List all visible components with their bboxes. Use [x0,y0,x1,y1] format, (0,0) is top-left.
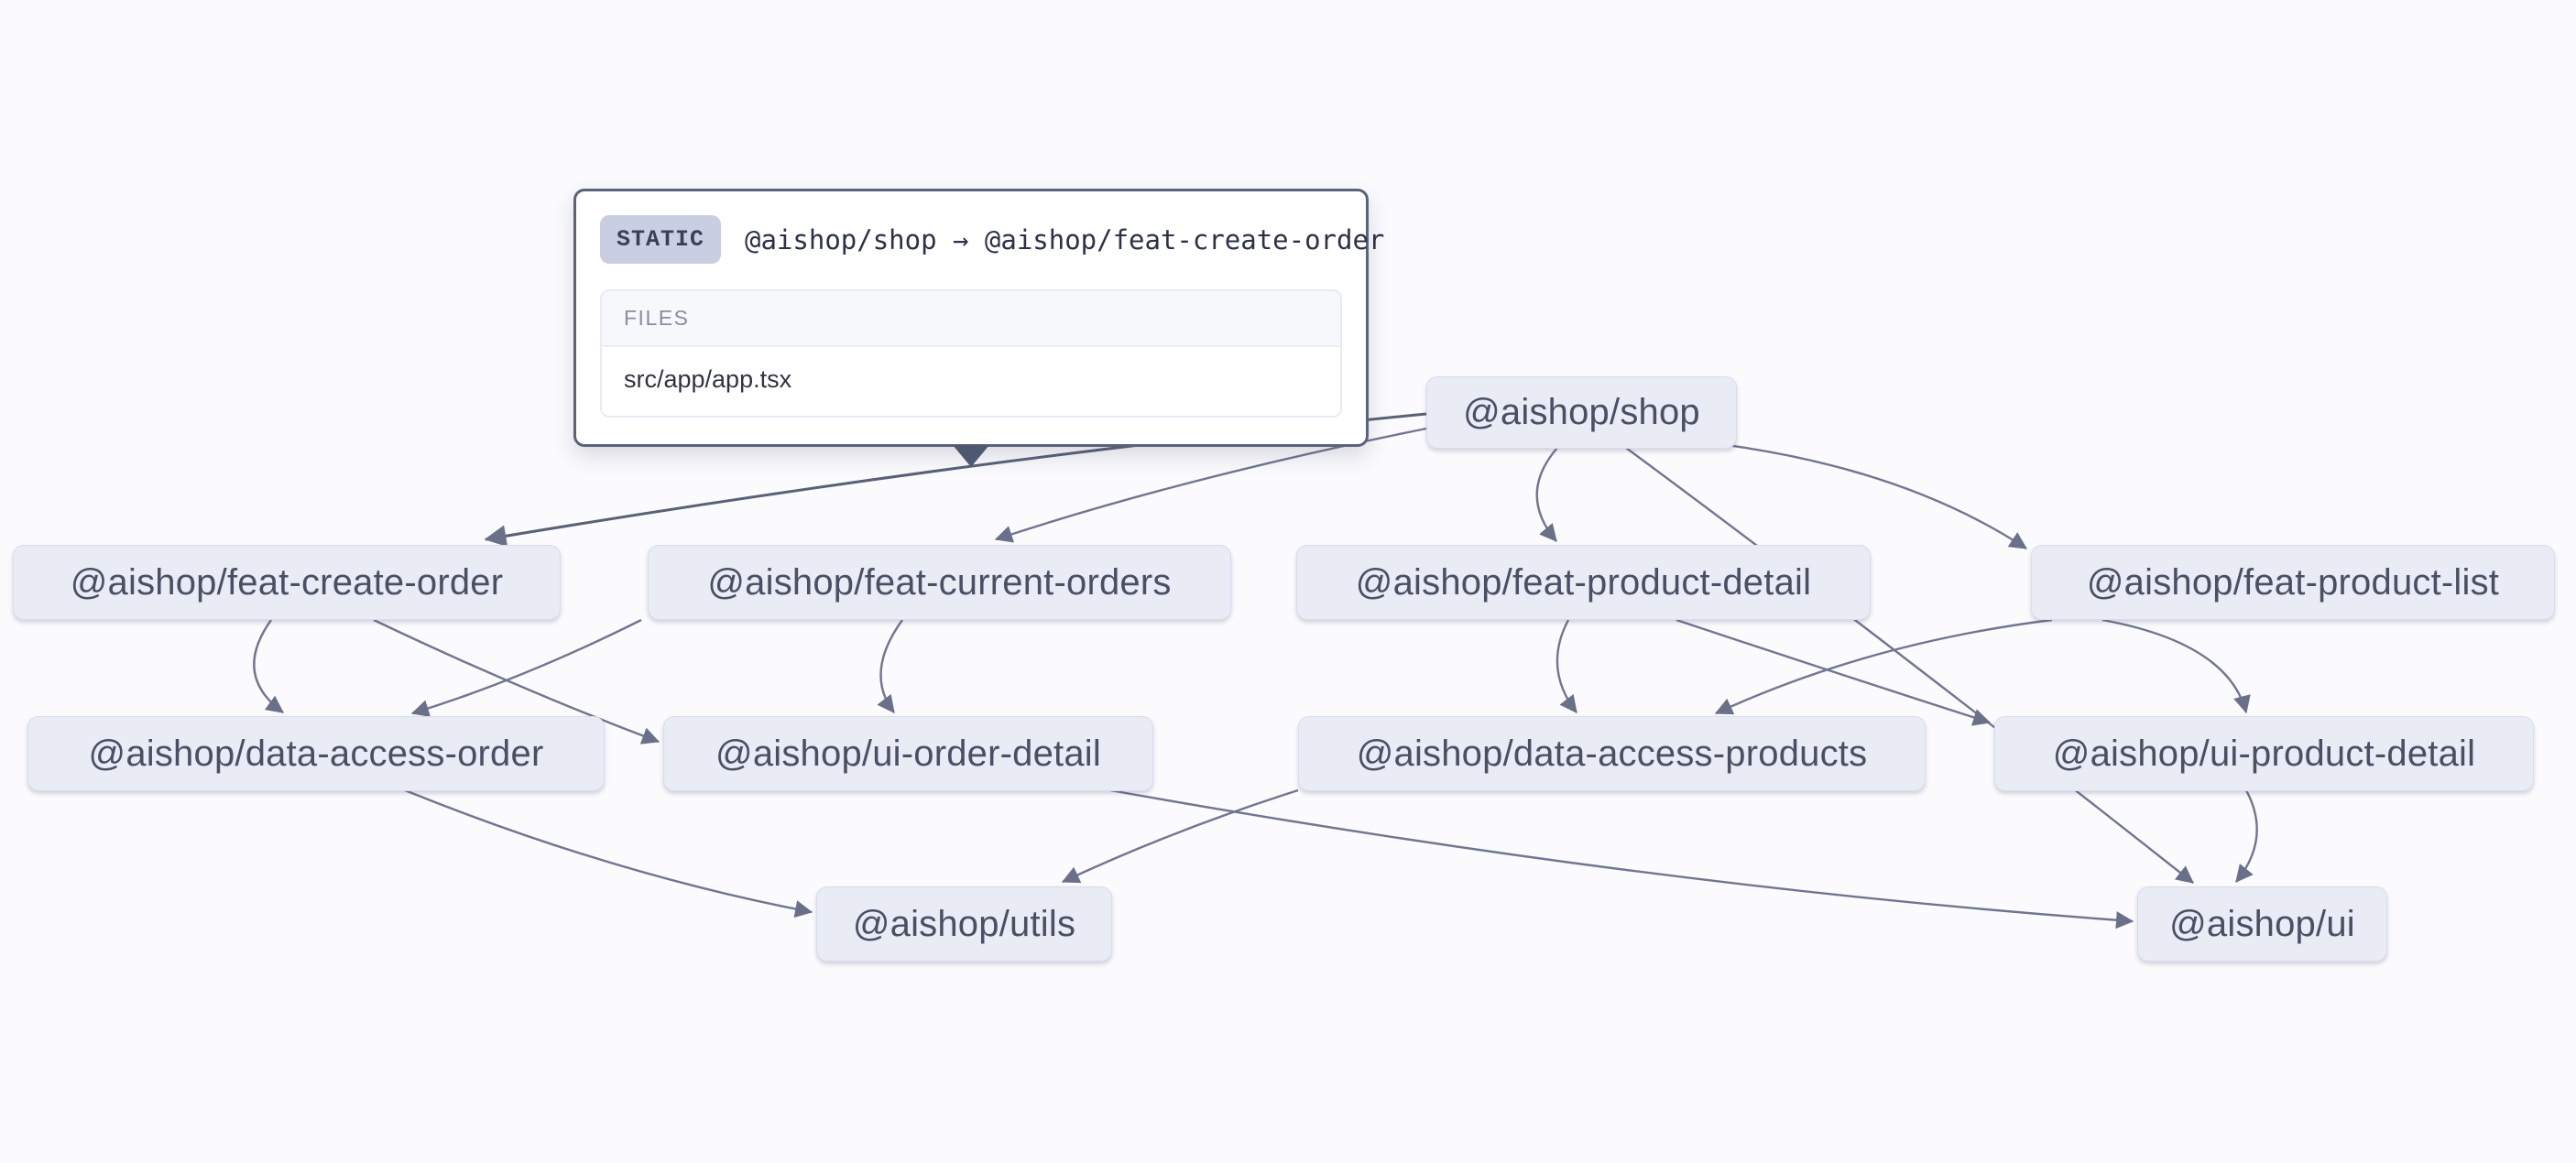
edge-feat-current-orders-to-data-access-order[interactable] [410,618,642,717]
node-feat-product-detail[interactable]: @aishop/feat-product-detail [1296,545,1871,620]
edge-feat-product-list-to-data-access-products[interactable] [1714,618,2053,715]
edge-tooltip-header: STATIC @aishop/shop → @aishop/feat-creat… [600,215,1384,264]
edge-type-badge: STATIC [600,215,722,264]
node-feat-current-orders[interactable]: @aishop/feat-current-orders [648,545,1231,620]
edge-ui-product-detail-to-ui[interactable] [2235,789,2258,883]
edge-feat-product-detail-to-ui-product-detail[interactable] [1675,618,1992,726]
node-utils[interactable]: @aishop/utils [816,886,1112,962]
node-data-access-products[interactable]: @aishop/data-access-products [1298,716,1926,791]
files-panel: FILES src/app/app.tsx [600,289,1342,418]
edge-feat-product-detail-to-data-access-products[interactable] [1555,619,1577,713]
files-panel-header: FILES [602,291,1340,347]
node-ui-order-detail[interactable]: @aishop/ui-order-detail [663,716,1153,791]
node-shop[interactable]: @aishop/shop [1426,376,1737,449]
edge-feat-create-order-to-data-access-order[interactable] [253,619,284,713]
edge-shop-to-feat-product-list[interactable] [1719,442,2028,550]
node-feat-product-list[interactable]: @aishop/feat-product-list [2031,545,2555,620]
edge-shop-to-feat-product-detail[interactable] [1535,447,1558,542]
edge-feat-current-orders-to-ui-order-detail[interactable] [877,619,903,713]
edge-shop-to-ui[interactable] [1625,447,2194,884]
file-row: src/app/app.tsx [602,347,1340,416]
node-data-access-order[interactable]: @aishop/data-access-order [27,716,605,791]
edge-ui-order-detail-to-ui[interactable] [1109,788,2134,929]
edge-data-access-products-to-utils[interactable] [1061,788,1299,884]
tooltip-caret-icon [953,445,989,467]
edge-tooltip: STATIC @aishop/shop → @aishop/feat-creat… [573,189,1384,447]
edge-feat-create-order-to-ui-order-detail[interactable] [373,618,660,745]
node-ui[interactable]: @aishop/ui [2137,886,2387,962]
node-feat-create-order[interactable]: @aishop/feat-create-order [13,545,561,620]
edge-data-access-order-to-utils[interactable] [404,788,813,918]
node-ui-product-detail[interactable]: @aishop/ui-product-detail [1994,716,2534,791]
edge-feat-product-list-to-ui-product-detail[interactable] [2101,618,2251,714]
edge-tooltip-title: @aishop/shop → @aishop/feat-create-order [745,223,1385,255]
